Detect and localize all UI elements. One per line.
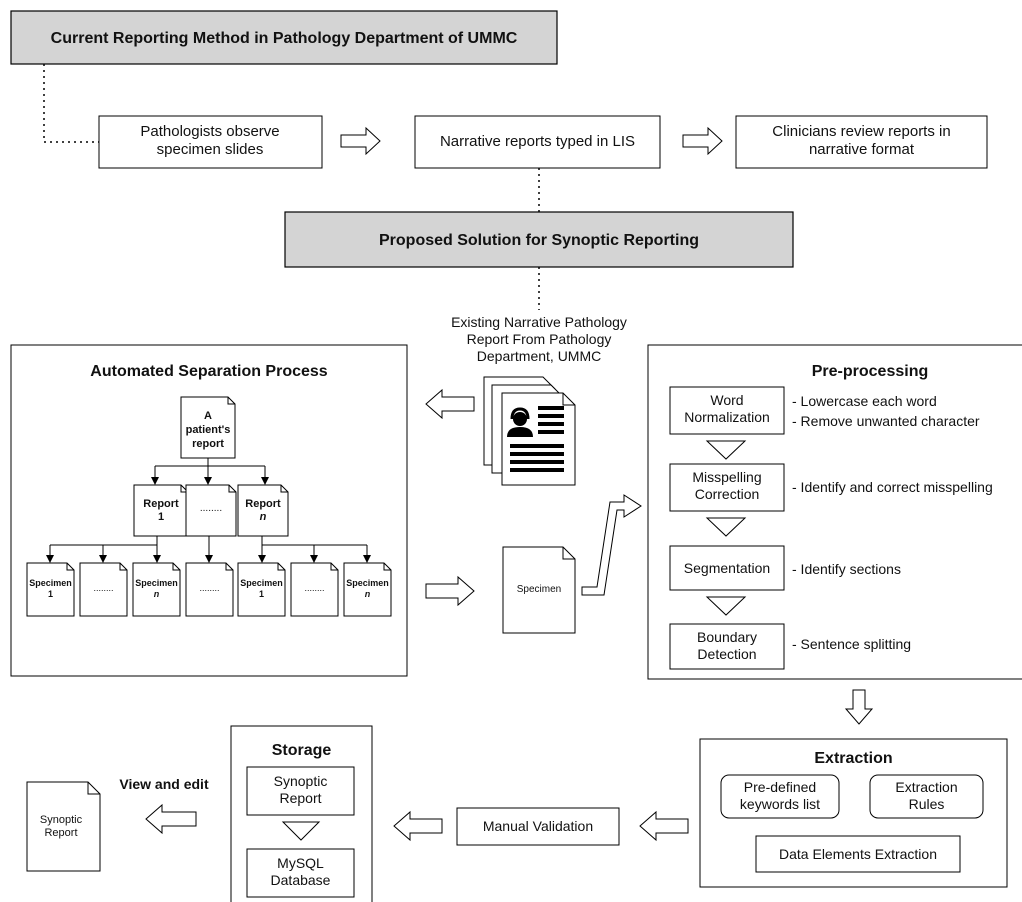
segmentation-notes: - Identify sections	[792, 561, 901, 577]
view-edit-label: View and edit	[119, 776, 209, 792]
step1-box	[98, 115, 323, 169]
arrow-to-specimen	[425, 575, 475, 607]
arrow-step2-step3	[682, 126, 723, 156]
current-method-title: Current Reporting Method in Pathology De…	[50, 30, 518, 47]
keywords-label: Pre-defined keywords list	[739, 779, 821, 812]
step2-label: Narrative reports typed in LIS	[439, 133, 636, 150]
synoptic-report-box	[246, 766, 355, 816]
dotted-connector-1	[43, 64, 99, 143]
report-document-stack	[483, 376, 576, 486]
step-box-boundary	[669, 623, 785, 670]
arrow-to-extraction	[844, 689, 874, 725]
arrow-to-preprocessing	[581, 494, 642, 596]
separation-title: Automated Separation Process	[90, 363, 328, 380]
step1-label: Pathologists observe specimen slides	[140, 123, 280, 158]
database-box	[246, 848, 355, 898]
arrow-to-storage	[393, 810, 443, 842]
report-middle-dots: ........	[199, 503, 223, 514]
arrow-to-validation	[639, 810, 689, 842]
current-method-box	[10, 10, 558, 65]
synoptic-document	[26, 781, 101, 872]
arrow-to-separation	[425, 388, 475, 420]
person-icon	[507, 407, 533, 437]
preprocessing-title: Pre-processing	[811, 363, 929, 380]
misspelling-label: Misspelling Correction	[692, 469, 762, 502]
elements-label: Data Elements Extraction	[779, 846, 937, 862]
validation-label: Manual Validation	[482, 818, 594, 834]
specimen-document	[502, 546, 576, 634]
step2-box	[414, 115, 661, 169]
extraction-title: Extraction	[814, 750, 893, 767]
down-triangle-1	[705, 440, 747, 460]
keywords-box	[720, 774, 840, 819]
step3-box	[735, 115, 988, 169]
synoptic-report-label: Synoptic Report	[273, 773, 328, 806]
rules-label: Extraction Rules	[895, 779, 958, 812]
existing-report-label: Existing Narrative Pathology Report From…	[451, 314, 627, 364]
boundary-label: Boundary Detection	[697, 629, 757, 662]
down-triangle-storage	[281, 821, 321, 841]
elements-box	[755, 835, 961, 873]
rules-box	[869, 774, 984, 819]
text-lines-icon	[510, 406, 564, 472]
proposed-solution-box	[284, 211, 794, 268]
word-normalization-notes: - Lowercase each word - Remove unwanted …	[792, 393, 980, 430]
word-normalization-label: Word Normalization	[684, 392, 770, 425]
root-report-label: A patient's report	[185, 410, 231, 450]
separation-tree	[26, 396, 392, 617]
misspelling-notes: - Identify and correct misspelling	[792, 479, 993, 495]
specimen-doc-label: Specimen	[516, 584, 562, 595]
step3-label: Clinicians review reports in narrative f…	[772, 123, 951, 158]
specimen-dots-a: ........	[93, 583, 114, 593]
specimen-dots-b: ........	[199, 583, 220, 593]
database-label: MySQL Database	[270, 855, 331, 888]
down-triangle-3	[705, 596, 747, 616]
step-box-misspelling	[669, 463, 785, 512]
tree-connectors	[46, 458, 371, 563]
boundary-notes: - Sentence splitting	[792, 636, 912, 652]
arrow-step1-step2	[340, 126, 381, 156]
step-box-segmentation	[669, 545, 785, 591]
proposed-title: Proposed Solution for Synoptic Reporting	[379, 232, 699, 249]
down-triangle-2	[705, 517, 747, 537]
storage-title: Storage	[271, 742, 332, 759]
synoptic-doc-label: Synoptic Report	[39, 814, 83, 840]
arrow-to-synoptic-doc	[145, 803, 197, 835]
step-box-word-normalization	[669, 386, 785, 435]
segmentation-label: Segmentation	[683, 560, 771, 576]
validation-box	[456, 807, 620, 846]
specimen-dots-c: ........	[304, 583, 325, 593]
